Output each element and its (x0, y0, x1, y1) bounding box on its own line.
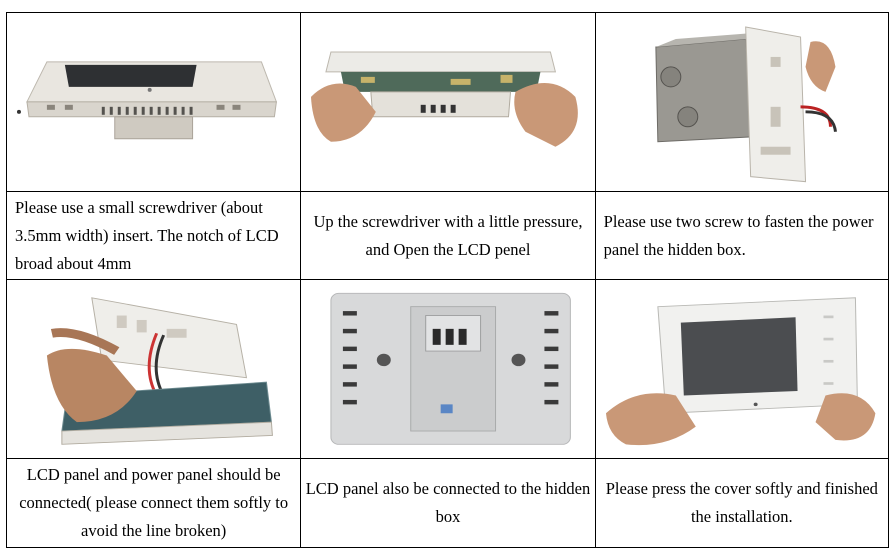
step-5-photo-cell (300, 279, 596, 460)
thermostat-bottom-notch-photo (7, 13, 301, 191)
caption-row-2: LCD panel and power panel should be conn… (5, 458, 890, 548)
installation-steps-table: Please use a small screwdriver (about 3.… (5, 12, 890, 548)
finished-thermostat-in-hands-photo (595, 280, 888, 459)
step-3-caption: Please use two screw to fasten the power… (594, 190, 890, 281)
step-5-caption: LCD panel also be connected to the hidde… (300, 458, 596, 548)
back-of-power-panel-photo (301, 280, 595, 459)
step-6-caption: Please press the cover softly and finish… (594, 458, 890, 548)
photo-row-2 (5, 279, 890, 460)
connecting-ribbon-cable-photo (7, 280, 301, 459)
step-4-photo-cell (5, 279, 302, 460)
step-3-photo-cell (594, 12, 890, 192)
step-1-caption: Please use a small screwdriver (about 3.… (5, 190, 302, 281)
hands-opening-lcd-panel-photo (301, 13, 595, 191)
caption-row-1: Please use a small screwdriver (about 3.… (5, 190, 890, 281)
step-6-photo-cell (594, 279, 890, 460)
step-2-photo-cell (300, 12, 596, 192)
step-1-photo-cell (5, 12, 302, 192)
step-4-caption: LCD panel and power panel should be conn… (5, 458, 302, 548)
step-2-caption: Up the screwdriver with a little pressur… (300, 190, 596, 281)
power-panel-on-hidden-box-photo (595, 13, 888, 191)
photo-row-1 (5, 12, 890, 192)
